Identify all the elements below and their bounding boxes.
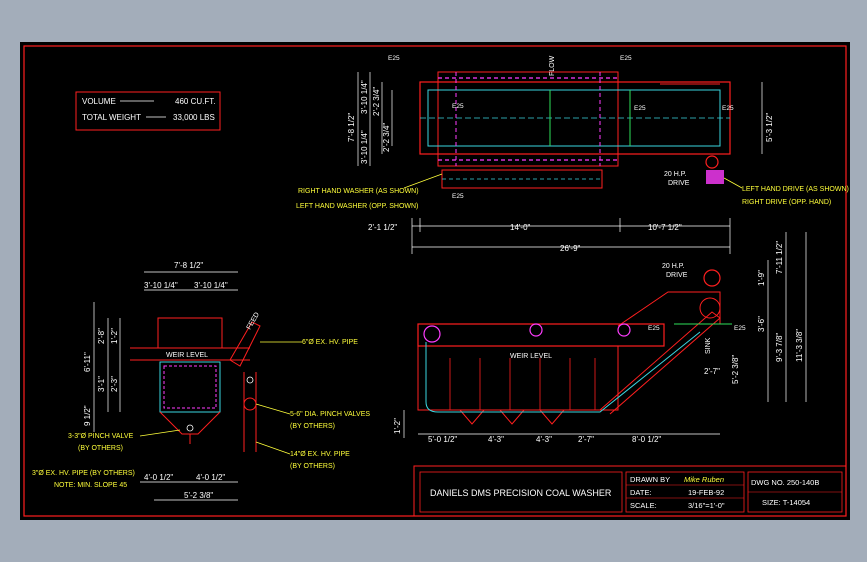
end-dim-v4: 1'-2" — [110, 328, 119, 344]
side-dim-r5: 11'-3 3/8" — [795, 329, 804, 362]
plan-tag-5: E25 — [388, 55, 400, 62]
washer-callout-1: RIGHT HAND WASHER (AS SHOWN) — [298, 188, 419, 195]
end-dim-v5: 2'-3" — [110, 376, 119, 392]
weight-label: TOTAL WEIGHT — [82, 113, 141, 122]
end-callout-pipe2-2: (BY OTHERS) — [290, 463, 335, 470]
date-value: 19-FEB-92 — [688, 488, 724, 497]
plan-dim-v-right: 5'-3 1/2" — [765, 113, 774, 142]
end-dim-v3: 3'-1" — [97, 376, 106, 392]
end-callout-pipe2-1: 14"Ø EX. HV. PIPE — [290, 451, 350, 458]
side-view: WEIR LEVEL 20 H.P. DRIVE E25 E25 SINK 5'… — [393, 232, 807, 444]
end-dim-bot: 5'-2 3/8" — [184, 491, 213, 500]
weight-value: 33,000 LBS — [173, 113, 215, 122]
end-callout-pinch-1: 3-3"Ø PINCH VALVE — [68, 433, 134, 440]
scale-value: 3/16"=1'-0" — [688, 501, 725, 510]
end-callout-pipe3-1: 3"Ø EX. HV. PIPE (BY OTHERS) — [32, 470, 135, 477]
scale-label: SCALE: — [630, 501, 657, 510]
side-dim-b: 4'-3" — [488, 435, 504, 444]
side-dim-e: 8'-0 1/2" — [632, 435, 661, 444]
washer-callout-2: LEFT HAND WASHER (OPP. SHOWN) — [296, 203, 418, 210]
end-dim-top-a: 3'-10 1/4" — [144, 281, 178, 290]
plan-drive-label-1: 20 H.P. — [664, 171, 686, 178]
side-drive-motor — [703, 269, 721, 287]
dwg-no: DWG NO. 250-140B — [751, 478, 819, 487]
side-sprocket-left — [423, 325, 441, 343]
end-dim-v6: 9 1/2" — [83, 405, 92, 426]
volume-value: 460 CU.FT. — [175, 97, 215, 106]
drawing-canvas: VOLUME 460 CU.FT. TOTAL WEIGHT 33,000 LB… — [23, 45, 849, 517]
side-dim-d: 2'-7" — [578, 435, 594, 444]
plan-tag-4: E25 — [452, 193, 464, 200]
side-drive-wheel — [699, 297, 721, 319]
side-weir-level: WEIR LEVEL — [510, 353, 552, 360]
plan-drive-motor — [705, 155, 719, 169]
specs-box: VOLUME 460 CU.FT. TOTAL WEIGHT 33,000 LB… — [75, 91, 221, 131]
end-dim-v2: 2'-8" — [97, 328, 106, 344]
end-callout-valves-2: (BY OTHERS) — [290, 423, 335, 430]
plan-dim-v-d: 2'-2 3/4" — [382, 123, 391, 152]
plan-tag-6: E25 — [620, 55, 632, 62]
side-drive-label-2: DRIVE — [666, 272, 688, 279]
side-dim-c: 4'-3" — [536, 435, 552, 444]
volume-label: VOLUME — [82, 97, 116, 106]
plan-dim-v-a: 3'-10 1/4" — [360, 80, 369, 114]
side-dim-r4: 9'-3 7/8" — [775, 333, 784, 362]
plan-drive-label-2: DRIVE — [668, 180, 690, 187]
end-dim-top-b: 3'-10 1/4" — [194, 281, 228, 290]
side-dim-r2: 1'-9" — [757, 270, 766, 286]
side-dim-r7: 2'-7" — [704, 367, 720, 376]
side-dim-r3: 3'-6" — [757, 316, 766, 332]
side-dim-a: 5'-0 1/2" — [428, 435, 457, 444]
title-block: DANIELS DMS PRECISION COAL WASHER DRAWN … — [413, 465, 847, 517]
end-dim-bot-b: 4'-0 1/2" — [196, 473, 225, 482]
end-view: 7'-8 1/2" 3'-10 1/4" 3'-10 1/4" WEIR LEV… — [32, 261, 370, 501]
end-callout-pinch-2: (BY OTHERS) — [78, 445, 123, 452]
side-dim-r6: 5'-2 3/8" — [731, 355, 740, 384]
sink-label: SINK — [705, 337, 712, 354]
drive-callout-1: LEFT HAND DRIVE (AS SHOWN) — [742, 186, 849, 193]
side-sprocket-right — [617, 323, 631, 337]
end-dim-v1: 6'-11" — [83, 352, 92, 372]
plan-tag-2: E25 — [634, 105, 646, 112]
drawn-by: Mike Ruben — [684, 475, 724, 484]
side-dim-h: 1'-2" — [393, 418, 402, 434]
date-label: DATE: — [630, 488, 652, 497]
plan-dim-v-c: 2'-2 3/4" — [372, 87, 381, 116]
plan-tag-3: E25 — [722, 105, 734, 112]
plan-dim-v-b: 3'-10 1/4" — [360, 130, 369, 164]
plan-dim-right: 10'-7 1/2" — [648, 223, 682, 232]
side-drive-label-1: 20 H.P. — [662, 263, 684, 270]
size-value: SIZE: T-14054 — [762, 498, 810, 507]
plan-drive-unit — [706, 170, 724, 184]
plan-dim-v-outer: 7'-8 1/2" — [347, 113, 356, 142]
side-tag-1: E25 — [648, 325, 660, 332]
drawing-title: DANIELS DMS PRECISION COAL WASHER — [430, 488, 612, 498]
plan-tag-1: E25 — [452, 103, 464, 110]
flow-label: FLOW — [549, 55, 556, 76]
plan-dim-overall: 26'-9" — [560, 244, 581, 253]
end-callout-pipe: 6"Ø EX. HV. PIPE — [302, 339, 358, 346]
end-dim-top: 7'-8 1/2" — [174, 261, 203, 270]
side-sprocket-mid — [529, 323, 543, 337]
side-tag-2: E25 — [734, 325, 746, 332]
end-callout-valves-1: 5-6" DIA. PINCH VALVES — [290, 411, 370, 418]
side-dim-r1: 7'-11 1/2" — [775, 241, 784, 274]
end-dim-bot-a: 4'-0 1/2" — [144, 473, 173, 482]
end-callout-pipe3-2: NOTE: MIN. SLOPE 45 — [54, 482, 127, 489]
end-weir-level: WEIR LEVEL — [166, 352, 208, 359]
drawing-sheet: VOLUME 460 CU.FT. TOTAL WEIGHT 33,000 LB… — [20, 42, 850, 520]
plan-dim-mid: 14'-0" — [510, 223, 531, 232]
drawn-by-label: DRAWN BY — [630, 475, 670, 484]
plan-view: E25 E25 E25 E25 E25 E25 FLOW 20 H.P. DRI… — [296, 55, 849, 254]
drive-callout-2: RIGHT DRIVE (OPP. HAND) — [742, 199, 831, 206]
plan-dim-left: 2'-1 1/2" — [368, 223, 397, 232]
